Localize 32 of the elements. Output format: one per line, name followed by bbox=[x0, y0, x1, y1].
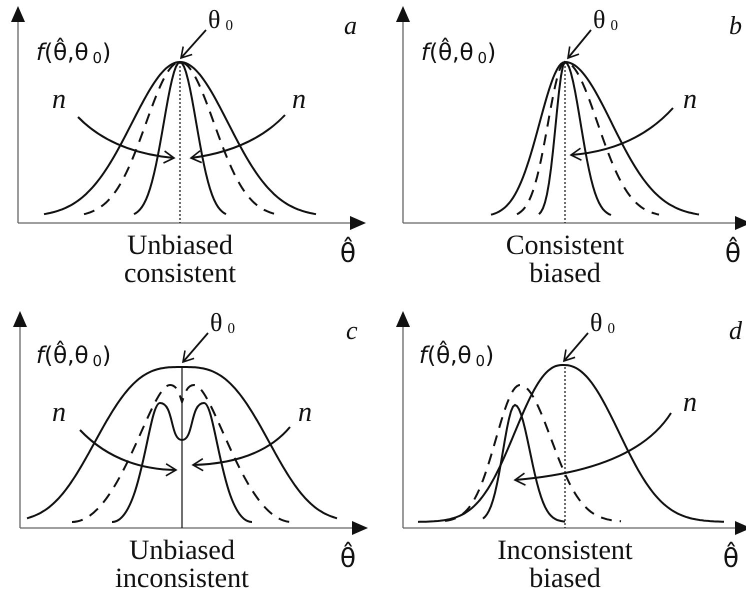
sample-size-label: n bbox=[683, 86, 697, 114]
density-curve bbox=[490, 61, 700, 216]
panel-caption: Consistent biased bbox=[504, 232, 626, 288]
sample-size-label: n bbox=[292, 86, 306, 114]
parameter-label: θ$_{0}$ bbox=[590, 309, 615, 343]
parameter-label: θ$_{0}$ bbox=[208, 6, 233, 40]
axis-label: f(θ̂,θ$_{0}$) bbox=[36, 38, 112, 73]
leader-arrow bbox=[567, 29, 592, 59]
parameter-label: θ$_{0}$ bbox=[210, 309, 235, 343]
panel-caption: Unbiased inconsistent bbox=[114, 537, 250, 593]
panel-caption: Unbiased consistent bbox=[123, 232, 237, 288]
panel-caption: Inconsistent biased bbox=[496, 537, 634, 593]
sample-size-label: n bbox=[298, 399, 312, 427]
sample-size-label: n bbox=[52, 86, 66, 114]
panel-letter: d bbox=[729, 317, 742, 345]
leader-arrow bbox=[180, 29, 207, 59]
axis-label: θ̂ bbox=[340, 543, 356, 575]
panel-letter: a bbox=[344, 12, 357, 40]
axis-label: f(θ̂,θ$_{0}$) bbox=[419, 341, 494, 376]
panel-letter: b bbox=[729, 12, 742, 40]
axis-label: θ̂ bbox=[725, 238, 741, 270]
sample-size-label: n bbox=[683, 389, 697, 417]
axis-label: f(θ̂,θ$_{0}$) bbox=[36, 341, 112, 376]
leader-arrow bbox=[563, 332, 589, 362]
axis-label: f(θ̂,θ$_{0}$) bbox=[421, 38, 496, 73]
leader-arrow bbox=[182, 332, 209, 363]
parameter-label: θ$_{0}$ bbox=[593, 6, 618, 40]
sample-size-label: n bbox=[52, 399, 66, 427]
panel-letter: c bbox=[346, 317, 358, 345]
density-curve bbox=[26, 366, 338, 520]
axis-label: θ̂ bbox=[340, 238, 356, 270]
axis-label: θ̂ bbox=[723, 543, 739, 575]
